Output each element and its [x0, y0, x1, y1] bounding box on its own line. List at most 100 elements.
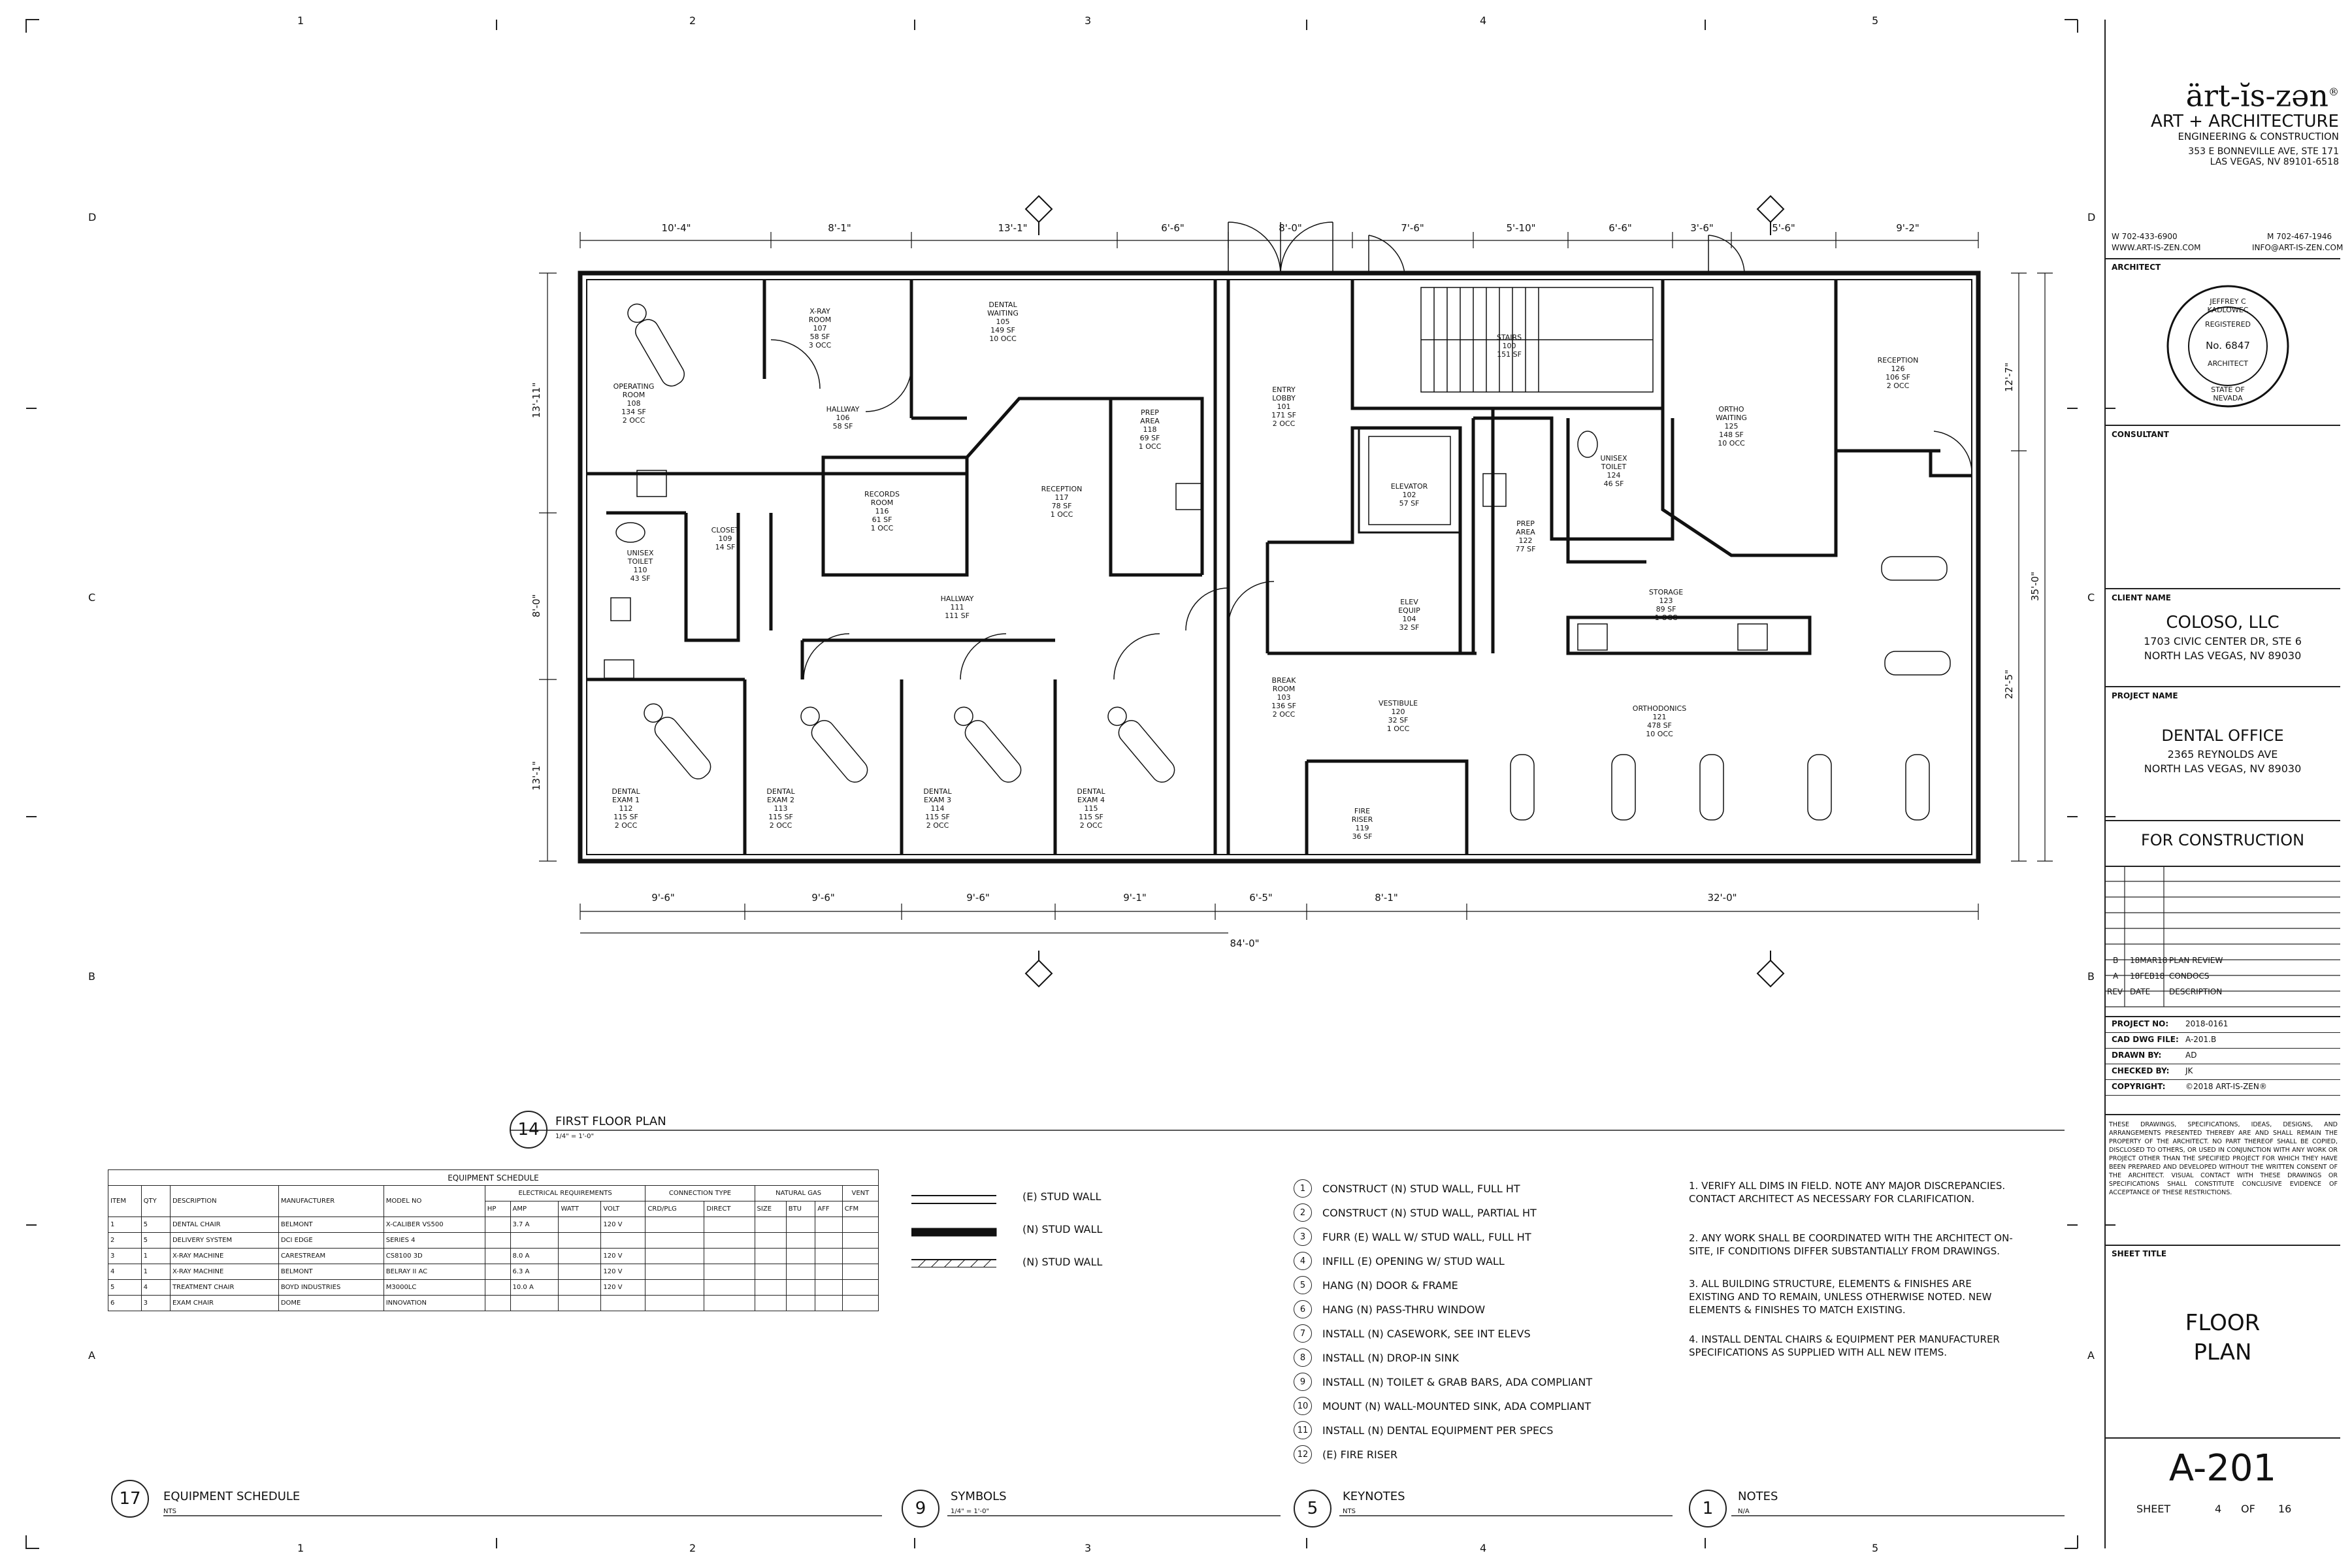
- col-crdplg: CRD/PLG: [645, 1201, 705, 1217]
- table-cell: 3.7 A: [510, 1217, 559, 1233]
- firm-logo: ärt-ĭs-zən®: [2185, 78, 2339, 114]
- sheet-title-line2: PLAN: [2193, 1339, 2252, 1365]
- keynote-text: INSTALL (N) DENTAL EQUIPMENT PER SPECS: [1322, 1424, 1554, 1437]
- keynote-text: INFILL (E) OPENING W/ STUD WALL: [1322, 1254, 1505, 1267]
- symbols-scale: 1/4" = 1'-0": [951, 1508, 990, 1515]
- table-cell: [785, 1279, 816, 1296]
- table-cell: [815, 1232, 843, 1249]
- keynote-number: 2: [1294, 1203, 1312, 1222]
- room-ortho-waiting: ORTHO WAITING 125 148 SF 10 OCC: [1716, 405, 1747, 448]
- table-cell: [785, 1248, 816, 1264]
- seal-registered: REGISTERED: [2204, 320, 2251, 329]
- grid-row-b-right: B: [2087, 970, 2095, 983]
- table-cell: 5: [108, 1279, 142, 1296]
- equipment-schedule-header: EQUIPMENT SCHEDULE: [108, 1169, 879, 1186]
- room-prep-area-122: PREP AREA 122 77 SF: [1515, 519, 1536, 553]
- table-cell: 1: [140, 1248, 171, 1264]
- grid-col-2-bottom: 2: [689, 1542, 696, 1554]
- table-cell: 4: [108, 1264, 142, 1280]
- table-cell: M3000LC: [383, 1279, 485, 1296]
- keynotes-number-badge: 5: [1294, 1490, 1331, 1527]
- symbols-number-badge: 9: [902, 1490, 939, 1527]
- room-orthodonics: ORTHODONICS 121 478 SF 10 OCC: [1632, 704, 1687, 738]
- revision-grid: [2105, 866, 2340, 1007]
- keynote-number: 8: [1294, 1348, 1312, 1367]
- table-cell: [558, 1248, 602, 1264]
- revision-row-b: B 18MAR18 PLAN REVIEW: [2113, 956, 2223, 965]
- table-cell: [510, 1295, 559, 1311]
- keynotes-scale: NTS: [1343, 1508, 1356, 1515]
- keynote-item: 4 INFILL (E) OPENING W/ STUD WALL: [1294, 1252, 1505, 1270]
- room-stairs: STAIRS 100 151 SF: [1496, 333, 1522, 359]
- keynote-text: INSTALL (N) TOILET & GRAB BARS, ADA COMP…: [1322, 1375, 1593, 1388]
- table-cell: [484, 1217, 511, 1233]
- consultant-label: CONSULTANT: [2112, 430, 2169, 439]
- table-cell: X-RAY MACHINE: [169, 1264, 279, 1280]
- client-addr1: 1703 CIVIC CENTER DR, STE 6: [2144, 635, 2302, 647]
- group-connection: CONNECTION TYPE: [645, 1185, 755, 1201]
- col-direct: DIRECT: [704, 1201, 755, 1217]
- keynote-number: 5: [1294, 1276, 1312, 1294]
- dim-left-2: 8'-0": [531, 594, 542, 617]
- seal-number: No. 6847: [2206, 340, 2250, 351]
- dim-bottom-4: 9'-1": [1123, 892, 1147, 904]
- dim-top-1: 10'-4": [661, 222, 691, 234]
- dim-right-1: 12'-7": [2003, 362, 2015, 392]
- table-cell: X-CALIBER VS500: [383, 1217, 485, 1233]
- status-banner: FOR CONSTRUCTION: [2140, 831, 2305, 849]
- keynote-number: 6: [1294, 1300, 1312, 1318]
- floor-plan-drawing: [539, 195, 2053, 988]
- table-cell: [704, 1217, 755, 1233]
- table-cell: [558, 1232, 602, 1249]
- table-cell: [815, 1217, 843, 1233]
- col-hp: HP: [484, 1201, 511, 1217]
- dim-left-1: 13'-11": [531, 382, 542, 418]
- note-2: 2. ANY WORK SHALL BE COORDINATED WITH TH…: [1689, 1232, 2013, 1257]
- sheet-total: 16: [2278, 1503, 2292, 1515]
- keynotes-title: KEYNOTES: [1343, 1490, 1405, 1503]
- sheet-of-label: OF: [2241, 1503, 2255, 1515]
- table-cell: [484, 1264, 511, 1280]
- firm-addr1: 353 E BONNEVILLE AVE, STE 171: [2188, 146, 2339, 157]
- sheet-title-label: SHEET TITLE: [2112, 1249, 2167, 1258]
- keynote-text: HANG (N) DOOR & FRAME: [1322, 1279, 1458, 1292]
- table-cell: [645, 1217, 705, 1233]
- table-cell: [704, 1264, 755, 1280]
- dim-top-3: 13'-1": [998, 222, 1028, 234]
- group-gas: NATURAL GAS: [754, 1185, 843, 1201]
- grid-col-4: 4: [1480, 14, 1487, 27]
- room-hallway-111: HALLWAY 111 111 SF: [940, 595, 974, 620]
- room-dental-exam-3: DENTAL EXAM 3 114 115 SF 2 OCC: [923, 787, 952, 830]
- dim-bottom-5: 6'-5": [1249, 892, 1273, 904]
- grid-row-d: D: [88, 211, 97, 223]
- revision-row-a: A 18FEB18 CONDOCS: [2113, 972, 2210, 981]
- table-cell: [815, 1279, 843, 1296]
- keynote-text: HANG (N) PASS-THRU WINDOW: [1322, 1303, 1486, 1316]
- table-cell: 120 V: [600, 1279, 646, 1296]
- col-watt: WATT: [558, 1201, 602, 1217]
- table-cell: [754, 1279, 787, 1296]
- symbol-n-stud-wall: (N) STUD WALL: [1022, 1223, 1103, 1235]
- table-cell: 3: [108, 1248, 142, 1264]
- col-qty: QTY: [140, 1185, 171, 1217]
- grid-col-1-bottom: 1: [297, 1542, 304, 1554]
- table-cell: [704, 1232, 755, 1249]
- table-cell: 2: [108, 1232, 142, 1249]
- room-storage: STORAGE 123 89 SF 1 OCC: [1648, 588, 1684, 622]
- table-cell: 6: [108, 1295, 142, 1311]
- table-cell: DELIVERY SYSTEM: [169, 1232, 279, 1249]
- info-key: DRAWN BY:: [2112, 1051, 2162, 1060]
- room-dental-waiting: DENTAL WAITING 105 149 SF 10 OCC: [987, 301, 1019, 343]
- keynote-item: 5 HANG (N) DOOR & FRAME: [1294, 1276, 1458, 1294]
- keynote-number: 4: [1294, 1252, 1312, 1270]
- keynote-text: FURR (E) WALL W/ STUD WALL, FULL HT: [1322, 1230, 1531, 1243]
- symbols-legend-graphics: [911, 1195, 997, 1267]
- table-cell: EXAM CHAIR: [169, 1295, 279, 1311]
- grid-row-a-right: A: [2087, 1349, 2095, 1362]
- notes-number-badge: 1: [1689, 1490, 1727, 1527]
- room-xray-room: X-RAY ROOM 107 58 SF 3 OCC: [808, 307, 832, 350]
- sheet-label: SHEET: [2136, 1503, 2171, 1515]
